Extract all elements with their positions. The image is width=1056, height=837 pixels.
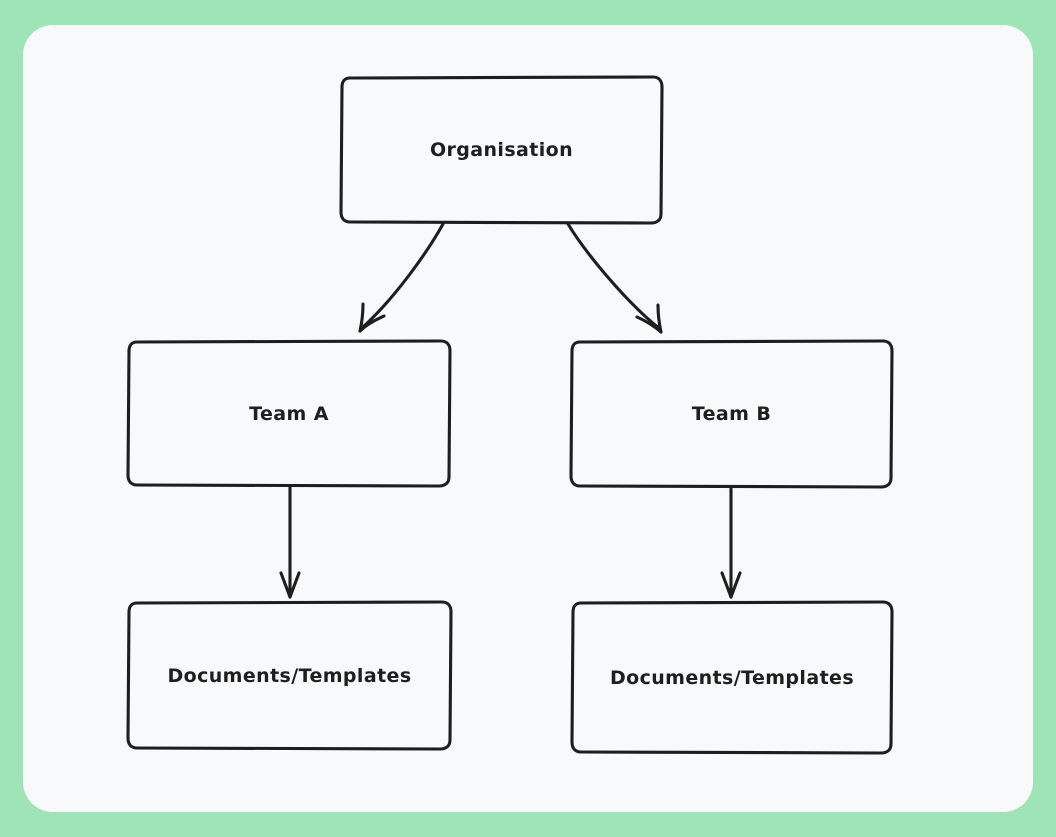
node-team-b[interactable] (569, 339, 894, 489)
node-documents-templates-a[interactable] (126, 600, 453, 751)
edge-organisation-to-team-a (358, 222, 445, 333)
edge-team-b-to-documents-b (720, 486, 742, 599)
node-label-documents-templates-b: Documents/Templates (609, 666, 855, 689)
node-documents-templates-b[interactable] (570, 600, 894, 755)
edge-team-a-to-documents-a (279, 485, 301, 599)
node-team-a[interactable] (126, 339, 452, 488)
edge-organisation-to-team-b (566, 222, 663, 334)
node-organisation[interactable] (339, 75, 664, 225)
node-label-team-a: Team A (249, 402, 329, 425)
node-label-team-b: Team B (691, 403, 772, 425)
node-label-organisation: Organisation (429, 139, 574, 161)
node-label-documents-templates-a: Documents/Templates (167, 664, 412, 687)
